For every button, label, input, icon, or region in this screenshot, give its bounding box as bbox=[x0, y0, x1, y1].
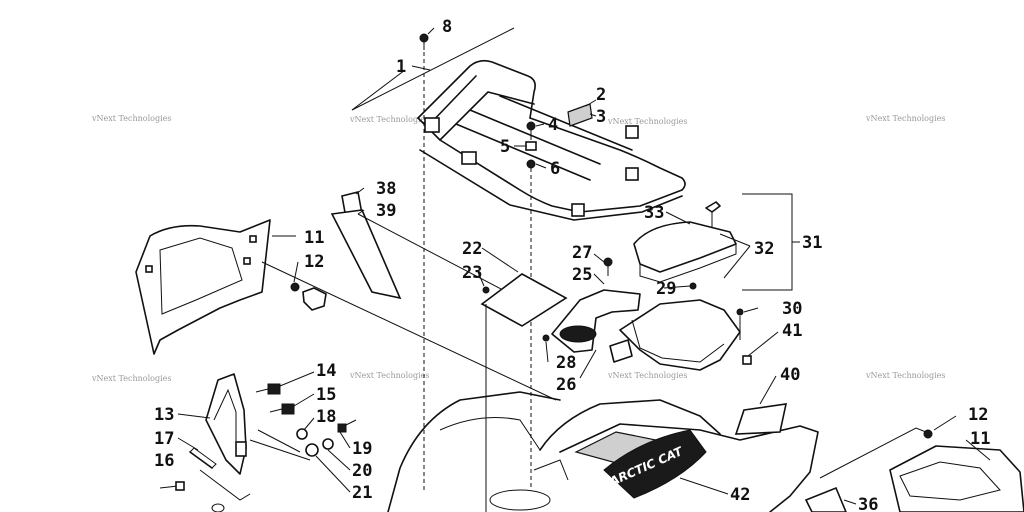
watermark: vNext Technologies bbox=[607, 117, 687, 126]
left-side-panel bbox=[135, 219, 271, 355]
rack-nut bbox=[625, 125, 639, 139]
callout-30: 30 bbox=[782, 299, 802, 319]
callout-32: 32 bbox=[754, 239, 774, 259]
callout-28: 28 bbox=[556, 353, 576, 373]
bracket-31 bbox=[742, 193, 800, 291]
callout-41: 41 bbox=[782, 321, 802, 341]
callout-18: 18 bbox=[316, 407, 336, 427]
callout-labels: 1 2 3 4 5 6 8 11 12 13 14 15 16 17 18 19… bbox=[154, 17, 990, 512]
callout-13: 13 bbox=[154, 405, 174, 425]
callout-4: 4 bbox=[548, 115, 558, 135]
callout-33: 33 bbox=[644, 203, 664, 223]
callout-25: 25 bbox=[572, 265, 592, 285]
storage-lid-33 bbox=[633, 201, 737, 290]
callout-29: 29 bbox=[656, 279, 676, 299]
watermarks: vNext Technologies vNext Technologies vN… bbox=[91, 114, 945, 383]
watermark: vNext Technologies bbox=[91, 114, 171, 123]
grommet-12-left bbox=[290, 282, 327, 311]
callout-19: 19 bbox=[352, 439, 372, 459]
callout-12-right: 12 bbox=[968, 405, 988, 425]
callout-8: 8 bbox=[442, 17, 452, 37]
leader-lines bbox=[177, 27, 991, 505]
callout-42: 42 bbox=[730, 485, 750, 505]
side-panel-40 bbox=[734, 355, 788, 435]
callout-39: 39 bbox=[376, 201, 396, 221]
right-side-panel bbox=[819, 427, 1024, 512]
callout-12-left: 12 bbox=[304, 252, 324, 272]
callout-40: 40 bbox=[780, 365, 800, 385]
left-lamp-assembly bbox=[159, 373, 357, 512]
callout-15: 15 bbox=[316, 385, 336, 405]
tail-light-housing bbox=[542, 257, 641, 353]
rear-rack bbox=[351, 27, 686, 221]
callout-1: 1 bbox=[396, 57, 406, 77]
rear-fender-body: ARCTIC CAT bbox=[387, 391, 819, 512]
watermark: vNext Technologies bbox=[865, 371, 945, 380]
callout-14: 14 bbox=[316, 361, 336, 381]
callout-36: 36 bbox=[858, 495, 878, 512]
callout-22: 22 bbox=[462, 239, 482, 259]
callout-26: 26 bbox=[556, 375, 576, 395]
assembly-lines bbox=[261, 213, 557, 401]
watermark: vNext Technologies bbox=[349, 371, 429, 380]
part-36 bbox=[804, 486, 847, 512]
callout-16: 16 bbox=[154, 451, 174, 471]
plate-22 bbox=[480, 273, 568, 512]
callout-6: 6 bbox=[550, 159, 560, 179]
callout-21: 21 bbox=[352, 483, 372, 503]
callout-31: 31 bbox=[802, 233, 822, 253]
callout-11-right: 11 bbox=[970, 429, 990, 449]
callout-11-left: 11 bbox=[304, 228, 324, 248]
callout-3: 3 bbox=[596, 107, 606, 127]
watermark: vNext Technologies bbox=[349, 115, 429, 124]
callout-23: 23 bbox=[462, 263, 482, 283]
watermark: vNext Technologies bbox=[91, 374, 171, 383]
callout-27: 27 bbox=[572, 243, 592, 263]
callout-17: 17 bbox=[154, 429, 174, 449]
callout-20: 20 bbox=[352, 461, 372, 481]
vent-screen bbox=[330, 191, 402, 300]
watermark: vNext Technologies bbox=[607, 371, 687, 380]
callout-5: 5 bbox=[500, 137, 510, 157]
callout-38: 38 bbox=[376, 179, 396, 199]
decals-2-3 bbox=[567, 103, 593, 127]
callout-2: 2 bbox=[596, 85, 606, 105]
storage-bin bbox=[609, 299, 744, 371]
watermark: vNext Technologies bbox=[865, 114, 945, 123]
bolt-8 bbox=[419, 33, 429, 490]
